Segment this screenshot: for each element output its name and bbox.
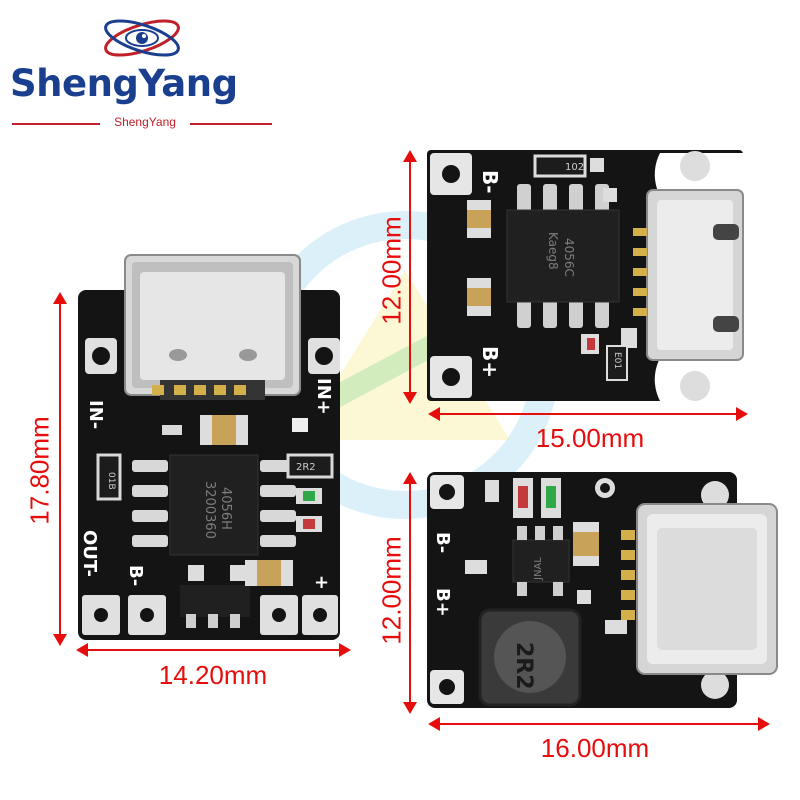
chip-marking-1: 4056H: [218, 487, 233, 530]
top-right-width-line: [432, 413, 742, 415]
resistor-left-code: 01B: [106, 472, 116, 490]
resistor-right: [286, 453, 334, 479]
brand-rule-left: [12, 123, 100, 125]
bottom-right-width-arrow-left-icon: [428, 717, 440, 731]
top-right-width-arrow-left-icon: [428, 407, 440, 421]
bottom-right-height-label: 12.00mm: [376, 536, 407, 645]
micro-usb-charger-board: B- B+ 102 4056C Kaeg8 E01: [427, 150, 744, 401]
resistor-right-code: 2R2: [296, 462, 316, 473]
left-width-line: [80, 649, 346, 651]
label-out-minus: OUT-: [79, 530, 100, 577]
left-width-arrow-right-icon: [339, 643, 351, 657]
label-b-minus: B-: [432, 532, 453, 553]
brand-rule-right: [190, 123, 272, 125]
resistor-bottom-code: E01: [612, 352, 622, 369]
label-b-plus: B+: [432, 588, 453, 617]
left-height-line: [59, 298, 61, 638]
resistor-bottom: [606, 345, 628, 381]
ic-chip: [506, 209, 620, 303]
left-width-arrow-left-icon: [76, 643, 88, 657]
bottom-right-height-arrow-bottom-icon: [403, 702, 417, 714]
label-plus: +: [314, 572, 329, 593]
top-right-height-arrow-top-icon: [403, 150, 417, 162]
ic-chip: [512, 539, 570, 583]
top-right-width-label: 15.00mm: [535, 423, 645, 453]
chip-marking-2: Kaeg8: [546, 232, 560, 270]
capacitor: [573, 522, 599, 566]
left-width-label: 14.20mm: [158, 660, 268, 690]
brand-subtitle: ShengYang: [114, 115, 176, 129]
chip-code: JNAL: [533, 557, 544, 581]
brand-name: ShengYang: [10, 62, 238, 105]
top-right-height-line: [409, 156, 411, 398]
resistor-top-code: 102: [565, 162, 584, 173]
type-c-charger-board-left: IN- IN+ 4056H 3200360 01B 2R2 OUT- B- +: [78, 254, 340, 640]
resistor-top: [533, 154, 587, 178]
bottom-right-height-line: [409, 478, 411, 708]
bottom-right-height-arrow-top-icon: [403, 472, 417, 484]
label-in-plus: IN+: [313, 378, 334, 415]
label-in-minus: IN-: [85, 400, 106, 429]
inductor-code: 2R2: [511, 642, 536, 690]
bottom-right-width-arrow-right-icon: [758, 717, 770, 731]
resistor-left: [96, 453, 122, 501]
top-right-height-label: 12.00mm: [376, 216, 407, 325]
label-b-minus: B-: [478, 170, 502, 194]
left-height-arrow-top-icon: [53, 292, 67, 304]
label-b-minus: B-: [125, 565, 146, 586]
type-c-boost-board: B- B+ JNAL 2R2: [427, 472, 778, 708]
bottom-right-width-line: [432, 723, 764, 725]
left-height-label: 17.80mm: [24, 416, 55, 525]
left-height-arrow-bottom-icon: [53, 634, 67, 646]
chip-marking-1: 4056C: [562, 238, 576, 277]
label-b-plus: B+: [478, 346, 502, 378]
mosfet: [180, 585, 250, 617]
ic-chip: [169, 454, 259, 556]
eye-logo-icon: [104, 19, 180, 57]
top-right-width-arrow-right-icon: [736, 407, 748, 421]
bottom-right-width-label: 16.00mm: [540, 733, 650, 763]
top-right-height-arrow-bottom-icon: [403, 392, 417, 404]
chip-marking-2: 3200360: [202, 481, 217, 539]
